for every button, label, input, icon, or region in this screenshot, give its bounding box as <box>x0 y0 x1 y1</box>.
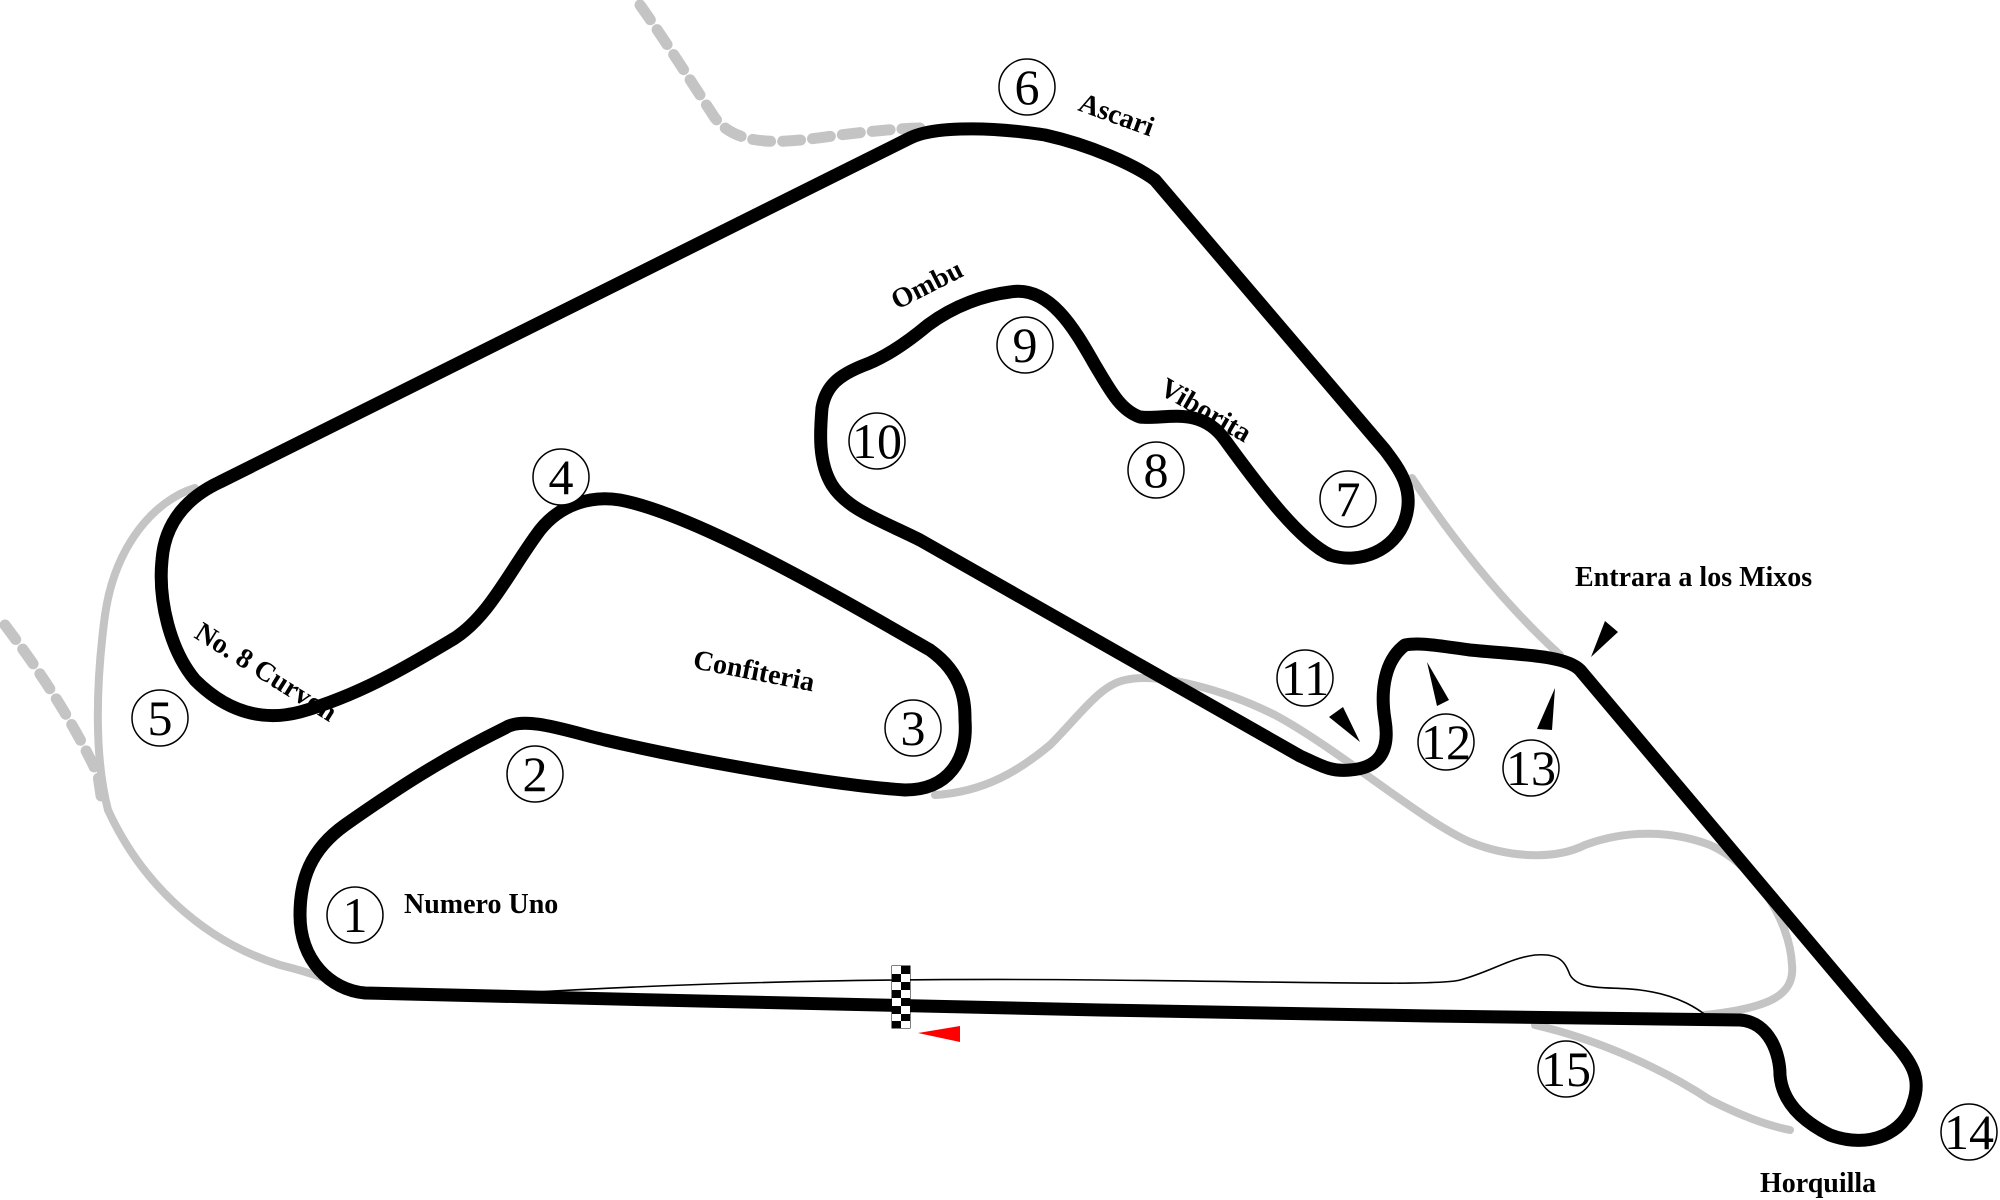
turn-9: 9 <box>996 316 1054 374</box>
turn-13-circle <box>1502 739 1560 797</box>
corner-name-ascari: Ascari <box>1075 87 1159 143</box>
turn-2-number: 2 <box>523 746 548 802</box>
turn-15-circle <box>1537 1040 1595 1098</box>
turn-8-circle <box>1127 441 1185 499</box>
turn-13: 13 <box>1502 739 1560 797</box>
turn-4-circle <box>532 448 590 506</box>
turn-5: 5 <box>131 689 189 747</box>
alt-layout-bottom <box>1531 1021 1794 1134</box>
turn-7-circle <box>1319 470 1377 528</box>
turn-1-number: 1 <box>343 887 368 943</box>
turn-3-number: 3 <box>901 700 926 756</box>
alt-layout-left <box>93 484 359 994</box>
turn-11-circle <box>1276 649 1334 707</box>
turn-12: 12 <box>1417 713 1475 771</box>
turn-9-number: 9 <box>1013 317 1038 373</box>
turn-5-circle <box>131 689 189 747</box>
marker-turn-13 <box>1537 688 1555 730</box>
turn-6-number: 6 <box>1015 59 1040 115</box>
alt-layout-right <box>1408 474 1564 659</box>
corner-name-horquilla: Horquilla <box>1760 1168 1876 1199</box>
turn-7: 7 <box>1319 470 1377 528</box>
turn-3: 3 <box>884 699 942 757</box>
main-track <box>154 122 1923 1147</box>
alt-layout-inner <box>931 674 1797 1019</box>
turn-13-number: 13 <box>1506 740 1556 796</box>
turn-14-circle <box>1940 1103 1998 1161</box>
turn-12-number: 12 <box>1421 714 1471 770</box>
pit-lane <box>519 953 1713 1021</box>
start-finish-line <box>891 965 911 1029</box>
turn-8-number: 8 <box>1144 442 1169 498</box>
turn-1-circle <box>326 886 384 944</box>
turn-5-number: 5 <box>148 690 173 746</box>
turn-6: 6 <box>998 58 1056 116</box>
marker-turn-11 <box>1329 707 1360 742</box>
marker-entrara <box>1591 621 1618 657</box>
old-section-left <box>0 619 108 811</box>
turn-10-number: 10 <box>852 413 902 469</box>
corner-name-entrara: Entrara a los Mixos <box>1575 562 1812 593</box>
turn-3-circle <box>884 699 942 757</box>
old-section-top <box>634 0 931 147</box>
direction-arrow <box>918 1026 960 1042</box>
corner-name-confiteria: Confiteria <box>691 644 818 698</box>
turn-10-circle <box>848 412 906 470</box>
turn-7-number: 7 <box>1336 471 1361 527</box>
turn-15-number: 15 <box>1541 1041 1591 1097</box>
turn-11: 11 <box>1276 649 1334 707</box>
turn-4-number: 4 <box>549 449 574 505</box>
corner-name-numero-uno: Numero Uno <box>404 889 558 920</box>
turn-10: 10 <box>848 412 906 470</box>
turn-15: 15 <box>1537 1040 1595 1098</box>
turn-9-circle <box>996 316 1054 374</box>
turn-2-circle <box>506 745 564 803</box>
turn-6-circle <box>998 58 1056 116</box>
turn-14-number: 14 <box>1944 1104 1994 1160</box>
turn-8: 8 <box>1127 441 1185 499</box>
turn-2: 2 <box>506 745 564 803</box>
turn-4: 4 <box>532 448 590 506</box>
turn-11-number: 11 <box>1281 650 1329 706</box>
marker-turn-12 <box>1427 662 1449 706</box>
turn-14: 14 <box>1940 1103 1998 1161</box>
turn-1: 1 <box>326 886 384 944</box>
turn-12-circle <box>1417 713 1475 771</box>
